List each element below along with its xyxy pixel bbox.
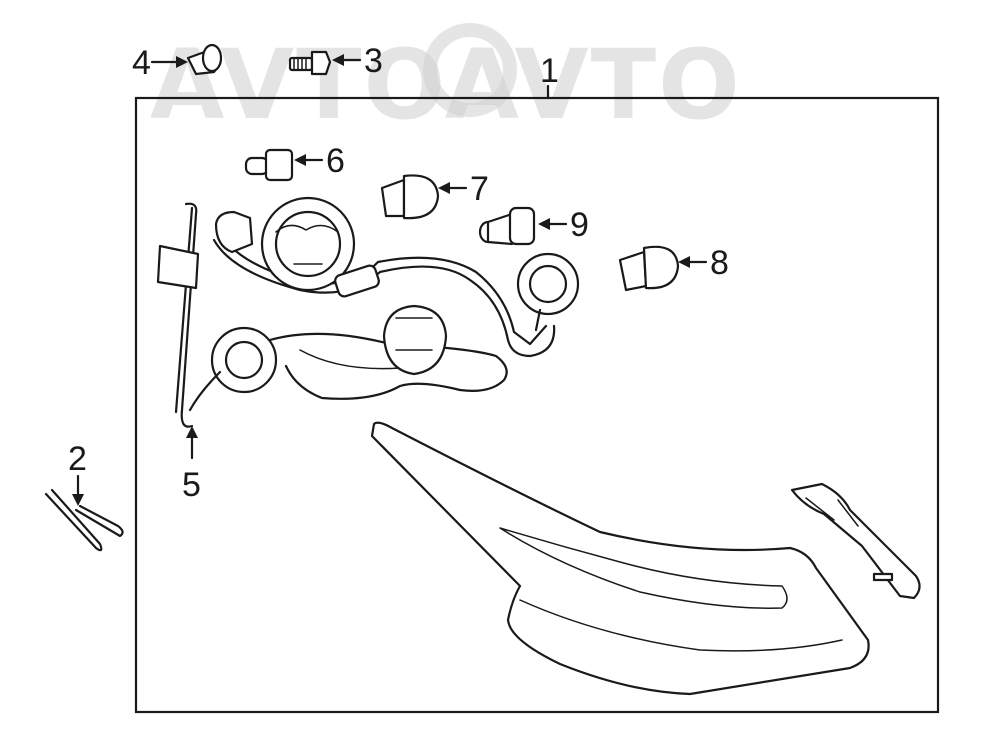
part-7-bulb (380, 174, 440, 220)
part-8-bulb (618, 245, 680, 292)
part-5-wiring-harness (156, 196, 580, 428)
callout-9-label: 9 (570, 206, 589, 244)
part-3-screw (288, 50, 332, 76)
part-1-bracket (790, 482, 921, 600)
assembly-frame (134, 96, 940, 714)
callout-4-label: 4 (132, 44, 151, 82)
part-9-bulb (478, 206, 536, 246)
callout-7-arrow (438, 182, 450, 194)
callout-2-arrow (72, 494, 84, 506)
watermark-logo: AVTOAVTO (150, 23, 740, 141)
callout-3-arrow (332, 54, 344, 66)
callout-9-arrow (538, 218, 550, 230)
callout-8-label: 8 (710, 244, 729, 282)
callout-5-label: 5 (182, 466, 201, 504)
callout-8-arrow (678, 256, 690, 268)
part-4-grommet (186, 43, 223, 76)
callout-7-label: 7 (470, 170, 489, 208)
callout-4-arrow (176, 56, 188, 68)
part-1-tail-lamp-lens (370, 421, 870, 696)
callout-2-label: 2 (68, 440, 87, 478)
watermark-gear-icon (423, 23, 517, 117)
callout-3-label: 3 (364, 42, 383, 80)
callout-6-arrow (294, 154, 306, 166)
part-6-bulb (244, 148, 294, 182)
part-2-clip (44, 488, 124, 552)
callout-5-arrow (186, 426, 198, 438)
callout-6-label: 6 (326, 142, 345, 180)
callout-1-label: 1 (540, 52, 559, 90)
